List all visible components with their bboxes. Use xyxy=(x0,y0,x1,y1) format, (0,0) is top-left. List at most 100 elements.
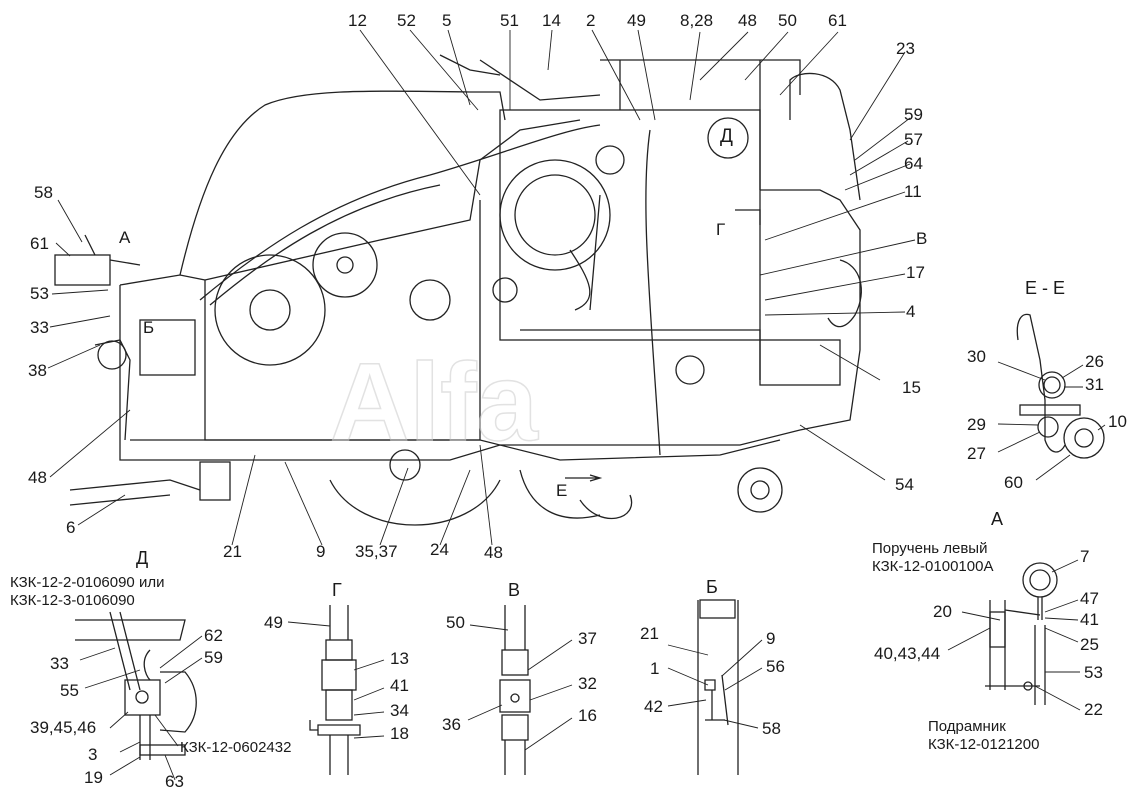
callout-2: 2 xyxy=(586,11,596,30)
pulley-left xyxy=(214,254,326,366)
hose-run-low xyxy=(130,439,781,461)
callout-52: 52 xyxy=(397,11,416,30)
v-callout-36: 36 xyxy=(442,715,461,734)
callout-61-left: 61 xyxy=(30,234,49,253)
d-part-number: КЗК-12-0602432 xyxy=(180,739,292,756)
v-callout-16: 16 xyxy=(578,706,597,725)
section-EE-drawing xyxy=(1016,313,1105,459)
callout-35-37: 35,37 xyxy=(355,542,398,561)
ee-callout-31: 31 xyxy=(1085,375,1104,394)
detail-D-drawing xyxy=(75,611,197,760)
v-callout-32: 32 xyxy=(578,674,597,693)
callout-33: 33 xyxy=(30,318,49,337)
callout-57: 57 xyxy=(904,130,923,149)
a-callout-20: 20 xyxy=(933,602,952,621)
g-callout-41: 41 xyxy=(390,676,409,695)
b-callout-1: 1 xyxy=(650,659,660,678)
g-callout-49: 49 xyxy=(264,613,283,632)
callout-49: 49 xyxy=(627,11,646,30)
detail-G-drawing xyxy=(309,605,361,775)
callout-51: 51 xyxy=(500,11,519,30)
b-callout-21: 21 xyxy=(640,624,659,643)
callout-V: В xyxy=(916,229,928,248)
frame-outline xyxy=(119,189,861,461)
detail-V-title: В xyxy=(508,580,521,600)
v-callout-37: 37 xyxy=(578,629,597,648)
callout-5: 5 xyxy=(442,11,452,30)
g-callout-18: 18 xyxy=(390,724,409,743)
a-callout-7: 7 xyxy=(1080,547,1090,566)
callout-64: 64 xyxy=(904,154,923,173)
detail-D-note: КЗК-12-2-0106090 или КЗК-12-3-0106090 xyxy=(10,574,165,609)
a-callout-41: 41 xyxy=(1080,610,1099,629)
ee-callout-30: 30 xyxy=(967,347,986,366)
cab-outline xyxy=(179,90,506,276)
callout-6: 6 xyxy=(66,518,76,537)
callout-21: 21 xyxy=(223,542,242,561)
callout-48-left: 48 xyxy=(28,468,47,487)
a-callout-47: 47 xyxy=(1080,589,1099,608)
d-callout-33: 33 xyxy=(50,654,69,673)
d-callout-55: 55 xyxy=(60,681,79,700)
pump-unit xyxy=(737,467,783,513)
callout-12: 12 xyxy=(348,11,367,30)
b-callout-9: 9 xyxy=(766,629,776,648)
callout-48-bottom: 48 xyxy=(484,543,503,562)
inline-marker-B: Б xyxy=(143,318,155,337)
detail-B-drawing xyxy=(697,599,739,775)
ee-callout-10: 10 xyxy=(1108,412,1127,431)
a-callout-40-43-44: 40,43,44 xyxy=(874,644,941,663)
callout-17: 17 xyxy=(906,263,925,282)
callout-15: 15 xyxy=(902,378,921,397)
callout-61-top: 61 xyxy=(828,11,847,30)
b-callout-56: 56 xyxy=(766,657,785,676)
detail-circle-D xyxy=(707,117,749,159)
callout-23: 23 xyxy=(896,39,915,58)
detail-G-title: Г xyxy=(332,580,342,600)
callout-9: 9 xyxy=(316,542,326,561)
inline-marker-E: Е xyxy=(556,481,568,500)
callout-53: 53 xyxy=(30,284,49,303)
view-marker-A: А xyxy=(119,228,131,247)
b-callout-42: 42 xyxy=(644,697,663,716)
callout-38: 38 xyxy=(28,361,47,380)
detail-V-drawing xyxy=(499,605,531,775)
callout-59: 59 xyxy=(904,105,923,124)
inline-marker-D: Д xyxy=(720,126,733,147)
ee-callout-60: 60 xyxy=(1004,473,1023,492)
d-callout-63: 63 xyxy=(165,772,184,791)
callout-14: 14 xyxy=(542,11,561,30)
fan-housing xyxy=(499,159,611,271)
ee-callout-29: 29 xyxy=(967,415,986,434)
d-callout-3: 3 xyxy=(88,745,98,764)
callout-48-top: 48 xyxy=(738,11,757,30)
callout-4: 4 xyxy=(906,302,916,321)
hose-run-top xyxy=(199,124,601,301)
callout-54: 54 xyxy=(895,475,914,494)
detail-A-note-top: Поручень левый КЗК-12-0100100А xyxy=(872,540,994,575)
callout-50: 50 xyxy=(778,11,797,30)
detail-D-title: Д xyxy=(136,548,149,568)
a-callout-25: 25 xyxy=(1080,635,1099,654)
detail-A-drawing xyxy=(985,562,1058,705)
g-callout-13: 13 xyxy=(390,649,409,668)
detail-A-title: А xyxy=(991,509,1004,529)
ee-callout-27: 27 xyxy=(967,444,986,463)
ee-callout-26: 26 xyxy=(1085,352,1104,371)
wheel-hub xyxy=(389,449,421,481)
d-callout-39-45-46: 39,45,46 xyxy=(30,718,97,737)
callout-24: 24 xyxy=(430,540,449,559)
v-callout-50: 50 xyxy=(446,613,465,632)
a-callout-53: 53 xyxy=(1084,663,1103,682)
watermark: Alfa xyxy=(330,341,539,464)
d-callout-59: 59 xyxy=(204,648,223,667)
section-EE-title: Е - Е xyxy=(1025,278,1066,298)
callout-11: 11 xyxy=(904,182,922,201)
inline-marker-G: Г xyxy=(716,220,726,239)
drawbar xyxy=(69,479,201,506)
detail-A-note-bottom: Подрамник КЗК-12-0121200 xyxy=(928,718,1040,753)
d-callout-19: 19 xyxy=(84,768,103,787)
callout-58: 58 xyxy=(34,183,53,202)
